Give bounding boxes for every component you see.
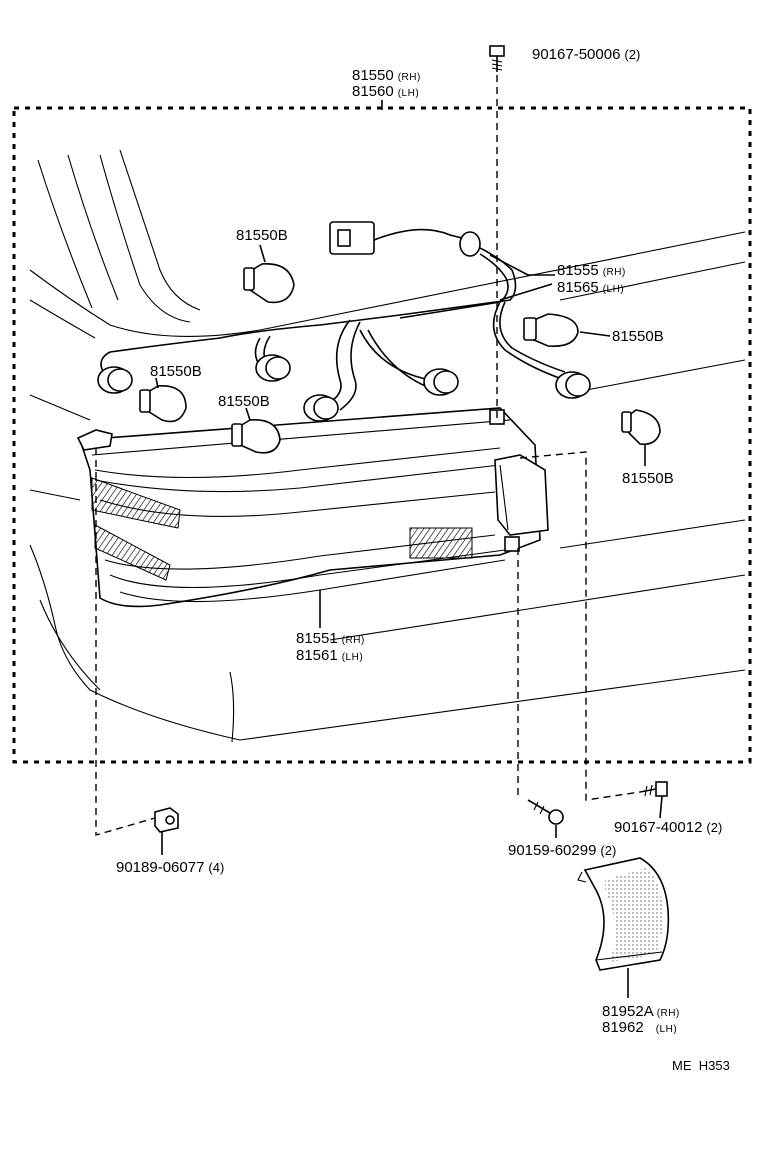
cover-suffix-rh: (RH) [657, 1008, 680, 1019]
screw-right-number: 90167-40012 [614, 819, 702, 836]
screw-top-qty: (2) [624, 47, 640, 62]
cover-number-lh: 81962 [602, 1019, 644, 1036]
lamp-assembly-number-lh: 81560 [352, 83, 394, 100]
nut-number: 90189-06077 [116, 859, 204, 876]
svg-text:81565(LH): 81565 (LH) [557, 279, 624, 296]
svg-text:90167-50006(2): 90167-50006 (2) [532, 46, 640, 63]
bulb-2 [139, 385, 187, 423]
screw-top-icon [489, 45, 505, 72]
socket-wire-suffix-rh: (RH) [603, 267, 626, 278]
label-bolt: 90159-60299 (2) [508, 842, 616, 859]
svg-text:81962(LH): 81962 (LH) [602, 1019, 677, 1036]
lens-suffix-rh: (RH) [342, 635, 365, 646]
svg-text:81551(RH): 81551 (RH) [296, 630, 365, 647]
lamp-assembly-suffix-rh: (RH) [398, 72, 421, 83]
lamp-housing [76, 407, 549, 608]
label-screw-right: 90167-40012 (2) [614, 819, 722, 836]
bulb-label-4: 81550B [612, 328, 664, 345]
socket-wire-number-rh: 81555 [557, 262, 599, 279]
leader-lines [95, 75, 663, 998]
nut-icon [154, 807, 179, 833]
bulb-4 [523, 313, 579, 348]
svg-text:81561(LH): 81561 (LH) [296, 647, 363, 664]
lamp-assembly-number-rh: 81550 [352, 67, 394, 84]
lens-number-lh: 81561 [296, 647, 338, 664]
bulb-label-5: 81550B [622, 470, 674, 487]
bolt-qty: (2) [600, 843, 616, 858]
bulb-1 [243, 263, 295, 304]
label-cover: 81952A(RH) 81962 (LH) [602, 1003, 680, 1036]
screw-right-qty: (2) [706, 820, 722, 835]
lamp-assembly-suffix-lh: (LH) [398, 88, 419, 99]
bulb-5 [621, 409, 661, 446]
label-screw-top: 90167-50006 (2) [532, 46, 640, 63]
cover-icon [577, 857, 670, 971]
vehicle-body-outline [29, 149, 746, 743]
label-lamp-assembly: 81550 (RH) 81560 (LH) [352, 67, 421, 100]
lens-number-rh: 81551 [296, 630, 338, 647]
bolt-number: 90159-60299 [508, 842, 596, 859]
screw-top-number: 90167-50006 [532, 46, 620, 63]
bulb-label-1: 81550B [236, 227, 288, 244]
bolt-icon [527, 799, 564, 825]
cover-number-rh: 81952A [602, 1003, 654, 1020]
assembly-frame [12, 100, 752, 764]
nut-qty: (4) [208, 860, 224, 875]
socket-wire-suffix-lh: (LH) [603, 284, 624, 295]
wiring-harness [97, 221, 591, 422]
bulb-label-2: 81550B [150, 363, 202, 380]
label-nut: 90189-06077 (4) [116, 859, 224, 876]
lens-suffix-lh: (LH) [342, 652, 363, 663]
bulb-label-3: 81550B [218, 393, 270, 410]
svg-text:90159-60299(2): 90159-60299 (2) [508, 842, 616, 859]
diagram-id: ME H353 [672, 1058, 730, 1073]
svg-text:81550(RH): 81550 (RH) [352, 67, 421, 84]
screw-right-icon [639, 781, 668, 797]
svg-text:90167-40012(2): 90167-40012 (2) [614, 819, 722, 836]
cover-suffix-lh: (LH) [656, 1024, 677, 1035]
svg-text:81952A(RH): 81952A(RH) [602, 1003, 680, 1020]
bulb-3 [231, 419, 281, 454]
socket-wire-number-lh: 81565 [557, 279, 599, 296]
label-socket-wire: 81555 (RH) 81565 (LH) [557, 262, 626, 296]
label-lens: 81551 (RH) 81561 (LH) [296, 630, 365, 664]
svg-text:90189-06077(4): 90189-06077 (4) [116, 859, 224, 876]
svg-text:81555(RH): 81555 (RH) [557, 262, 626, 279]
svg-text:81560(LH): 81560 (LH) [352, 83, 419, 100]
